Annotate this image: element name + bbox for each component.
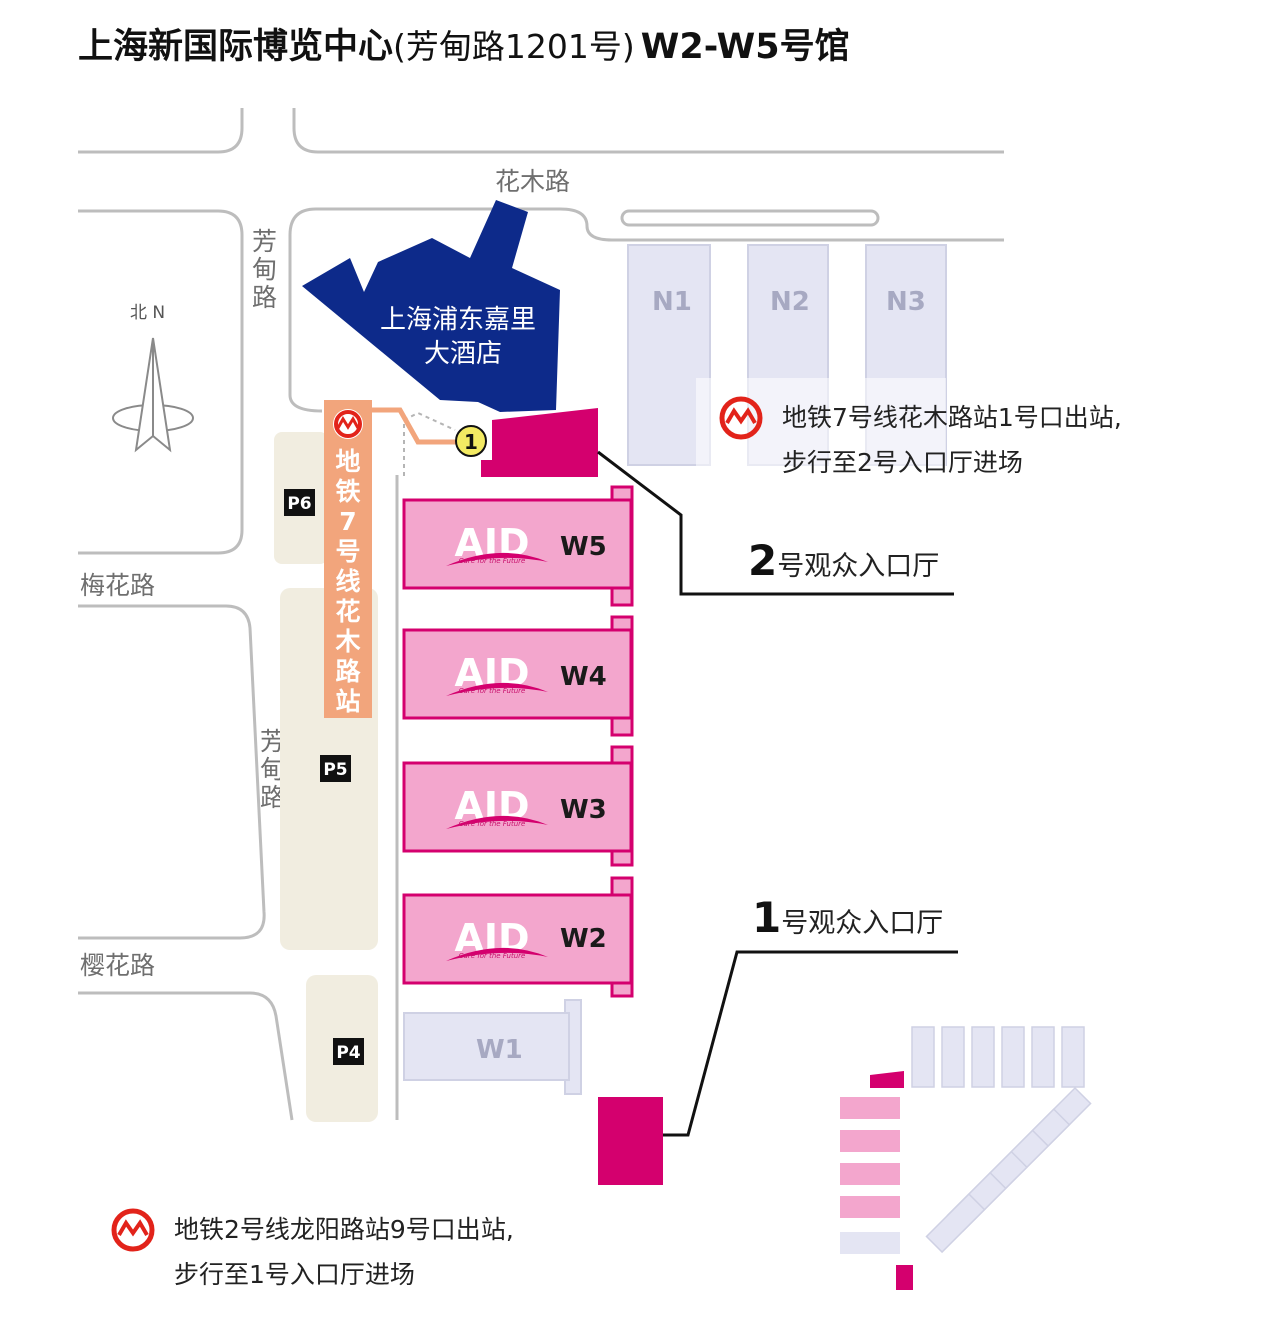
- hall-w2-label: W2: [560, 924, 607, 954]
- road-label-meihua: 梅花路: [80, 571, 155, 600]
- parking-p6: P6: [284, 489, 315, 516]
- hotel-name-line1: 上海浦东嘉里: [380, 305, 536, 335]
- road-label-yinghua: 樱花路: [80, 951, 155, 980]
- metro-station-char: 7: [339, 507, 356, 536]
- metro-station-char: 路: [335, 657, 361, 686]
- hall-w1: W1: [403, 999, 582, 1095]
- metro-logo-icon: [111, 1208, 155, 1252]
- hall-w5-label: W5: [560, 532, 607, 562]
- svg-text:1: 1: [464, 430, 478, 454]
- hall-w3-label: W3: [560, 795, 607, 825]
- metro-logo-icon: [333, 409, 363, 439]
- metro-logo-icon: [719, 396, 763, 440]
- parking-p4: P4: [333, 1038, 364, 1065]
- hall-w4-label: W4: [560, 662, 607, 692]
- metro-station-char: 花: [335, 597, 360, 626]
- aid-logo: AID Care for the Future: [446, 784, 548, 829]
- north-compass-icon: 北 N: [112, 303, 194, 453]
- hall-w1-label: W1: [476, 1035, 523, 1065]
- metro-note-line2: 地铁2号线龙阳路站9号口出站, 步行至1号入口厅进场: [111, 1208, 514, 1289]
- metro-station-char: 线: [335, 567, 360, 596]
- east-halls-minimap: [840, 1026, 1092, 1290]
- road-network: [78, 108, 1004, 1121]
- note-line2-line1: 地铁2号线龙阳路站9号口出站,: [174, 1215, 514, 1244]
- entrance-2-label: 2号观众入口厅: [748, 536, 939, 585]
- aid-logo: AID Care for the Future: [446, 916, 548, 961]
- hall-w2: AID Care for the Future W2: [402, 876, 634, 998]
- svg-text:芳: 芳: [252, 227, 277, 256]
- metro-station-char: 号: [335, 537, 360, 566]
- hall-w5: AID Care for the Future W5: [402, 485, 634, 607]
- svg-text:路: 路: [252, 283, 277, 312]
- page-title: 上海新国际博览中心(芳甸路1201号)W2-W5号馆: [78, 27, 850, 67]
- entrance-hall-2: 2号观众入口厅: [481, 408, 954, 596]
- title-main: 上海新国际博览中心: [78, 27, 393, 67]
- hall-w3: AID Care for the Future W3: [402, 745, 634, 867]
- entrance-hall-1: 1号观众入口厅: [598, 893, 958, 1185]
- parking-p5: P5: [320, 755, 351, 782]
- metro-note-line7: 地铁7号线花木路站1号口出站, 步行至2号入口厅进场: [719, 396, 1122, 477]
- metro-exit-1-marker: 1: [455, 425, 487, 457]
- hall-n3-label: N3: [886, 287, 926, 317]
- walking-route: [352, 407, 486, 476]
- metro-station-char: 铁: [335, 477, 360, 506]
- hall-n1-label: N1: [652, 287, 692, 317]
- exhibition-halls: AID Care for the Future W5 AID Care for …: [402, 485, 634, 998]
- note-line7-line1: 地铁7号线花木路站1号口出站,: [782, 403, 1122, 432]
- metro-station-char: 站: [335, 687, 360, 716]
- svg-text:P5: P5: [323, 760, 347, 780]
- svg-text:P4: P4: [336, 1043, 360, 1063]
- svg-text:Care for the Future: Care for the Future: [459, 557, 526, 565]
- hall-w4: AID Care for the Future W4: [402, 615, 634, 737]
- svg-text:北 N: 北 N: [130, 303, 165, 323]
- svg-text:Care for the Future: Care for the Future: [459, 687, 526, 695]
- road-label-huamu: 花木路: [495, 167, 570, 196]
- svg-text:甸: 甸: [252, 255, 277, 284]
- metro-line7-huamu-station: 地 铁 7 号 线 花 木 路 站: [324, 400, 372, 718]
- metro-station-char: 木: [334, 627, 360, 656]
- note-line2-line2: 步行至1号入口厅进场: [174, 1260, 415, 1289]
- title-address: (芳甸路1201号): [393, 27, 635, 66]
- hall-n2-label: N2: [770, 287, 810, 317]
- svg-text:Care for the Future: Care for the Future: [459, 952, 526, 960]
- title-halls: W2-W5号馆: [641, 27, 850, 67]
- note-line7-line2: 步行至2号入口厅进场: [782, 448, 1023, 477]
- svg-text:Care for the Future: Care for the Future: [459, 820, 526, 828]
- metro-station-char: 地: [335, 447, 360, 476]
- kerry-hotel: 上海浦东嘉里 大酒店: [302, 200, 560, 412]
- svg-text:P6: P6: [287, 494, 311, 514]
- hotel-name-line2: 大酒店: [424, 339, 502, 369]
- north-halls: N1 N2 N3: [627, 244, 947, 468]
- road-label-fangdian-top: 芳 甸 路: [252, 227, 277, 312]
- aid-logo: AID Care for the Future: [446, 521, 548, 566]
- aid-logo: AID Care for the Future: [446, 651, 548, 696]
- entrance-1-label: 1号观众入口厅: [752, 893, 943, 942]
